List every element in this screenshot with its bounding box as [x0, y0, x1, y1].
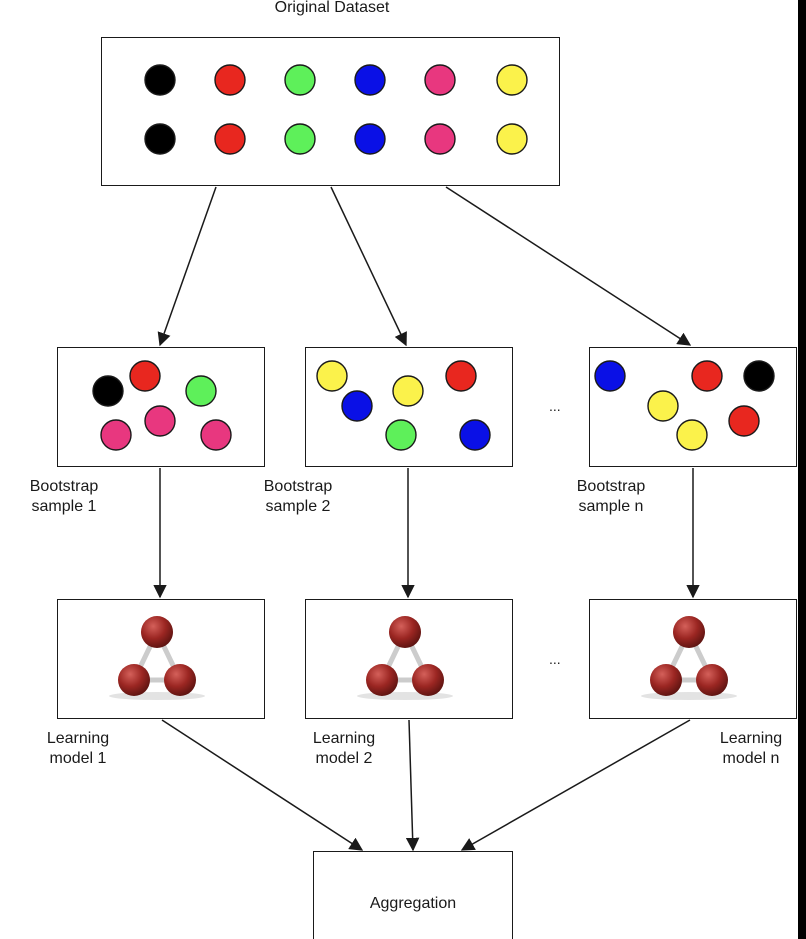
learning-model-1-label-line1: Learning [46, 730, 110, 747]
data-point-green [385, 419, 418, 452]
bootstrap-sample-1-label: Bootstrap sample 1 [14, 477, 114, 517]
learning-model-n-box [589, 599, 797, 719]
arrow-dataset-to-sample-n [445, 186, 692, 346]
learning-model-2-label-line1: Learning [312, 730, 376, 747]
learning-model-2-box [305, 599, 513, 719]
data-point-red [728, 405, 761, 438]
data-point-yellow [496, 123, 529, 156]
learning-model-1-label-line2: model 1 [49, 750, 107, 767]
triangle-network-icon [641, 616, 738, 701]
data-point-blue [459, 419, 492, 452]
data-point-pink [424, 123, 457, 156]
triangle-network-icon [109, 616, 206, 701]
arrow-dataset-to-sample-1 [157, 186, 217, 347]
bootstrap-sample-2-box [305, 347, 513, 467]
bootstrap-sample-n-label: Bootstrap sample n [561, 477, 661, 517]
data-point-blue [354, 64, 387, 97]
data-point-black [144, 64, 177, 97]
right-edge-bar [798, 0, 806, 939]
data-point-black [743, 360, 776, 393]
data-point-pink [144, 405, 177, 438]
original-dataset-points [144, 64, 529, 156]
arrow-model-2-to-aggregation [405, 719, 420, 852]
bootstrap-sample-n-label-line2: sample n [578, 498, 644, 515]
data-point-pink [424, 64, 457, 97]
original-dataset-title: Original Dataset [274, 0, 390, 16]
original-dataset-box [101, 37, 560, 186]
data-point-pink [100, 419, 133, 452]
data-point-yellow [316, 360, 349, 393]
arrow-model-n-to-aggregation [460, 719, 691, 851]
data-point-red [691, 360, 724, 393]
icon-node [366, 664, 399, 697]
icon-node [141, 616, 174, 649]
arrow-dataset-to-sample-2 [330, 186, 407, 347]
icon-node [650, 664, 683, 697]
bootstrap-sample-1-points [92, 360, 233, 452]
learning-model-n-label: Learning model n [701, 729, 801, 769]
learning-model-n-label-line1: Learning [719, 730, 783, 747]
learning-model-n-label-line2: model n [722, 750, 780, 767]
bootstrap-sample-2-label-line1: Bootstrap [263, 478, 333, 495]
model-ellipsis: ... [549, 651, 561, 667]
bootstrap-ellipsis: ... [549, 398, 561, 414]
data-point-blue [341, 390, 374, 423]
data-point-black [92, 375, 125, 408]
icon-node [673, 616, 706, 649]
bootstrap-sample-n-label-line1: Bootstrap [576, 478, 646, 495]
data-point-black [144, 123, 177, 156]
data-point-blue [594, 360, 627, 393]
data-point-red [445, 360, 478, 393]
data-point-red [214, 123, 247, 156]
learning-model-2-label: Learning model 2 [294, 729, 394, 769]
arrow-model-1-to-aggregation [161, 719, 364, 851]
learning-model-2-label-line2: model 2 [315, 750, 373, 767]
data-point-yellow [392, 375, 425, 408]
aggregation-label: Aggregation [369, 895, 457, 912]
icon-node [412, 664, 445, 697]
icon-node [118, 664, 151, 697]
bootstrap-sample-2-points [316, 360, 492, 452]
data-point-yellow [647, 390, 680, 423]
data-point-green [185, 375, 218, 408]
bootstrap-sample-2-label-line2: sample 2 [265, 498, 331, 515]
bootstrap-sample-n-points [594, 360, 776, 452]
data-point-red [214, 64, 247, 97]
bootstrap-sample-1-label-line1: Bootstrap [29, 478, 99, 495]
bootstrap-sample-2-label: Bootstrap sample 2 [248, 477, 348, 517]
bootstrap-sample-1-box [57, 347, 265, 467]
aggregation-box: Aggregation [313, 851, 513, 939]
bootstrap-sample-1-label-line2: sample 1 [31, 498, 97, 515]
data-point-green [284, 64, 317, 97]
data-point-red [129, 360, 162, 393]
bootstrap-sample-n-box [589, 347, 797, 467]
icon-node [164, 664, 197, 697]
triangle-network-icon [357, 616, 454, 701]
data-point-green [284, 123, 317, 156]
icon-node [389, 616, 422, 649]
icon-shadow [641, 692, 738, 701]
data-point-yellow [496, 64, 529, 97]
icon-node [696, 664, 729, 697]
learning-model-1-box [57, 599, 265, 719]
data-point-blue [354, 123, 387, 156]
data-point-pink [200, 419, 233, 452]
learning-model-1-label: Learning model 1 [28, 729, 128, 769]
icon-shadow [357, 692, 454, 701]
data-point-yellow [676, 419, 709, 452]
icon-shadow [109, 692, 206, 701]
